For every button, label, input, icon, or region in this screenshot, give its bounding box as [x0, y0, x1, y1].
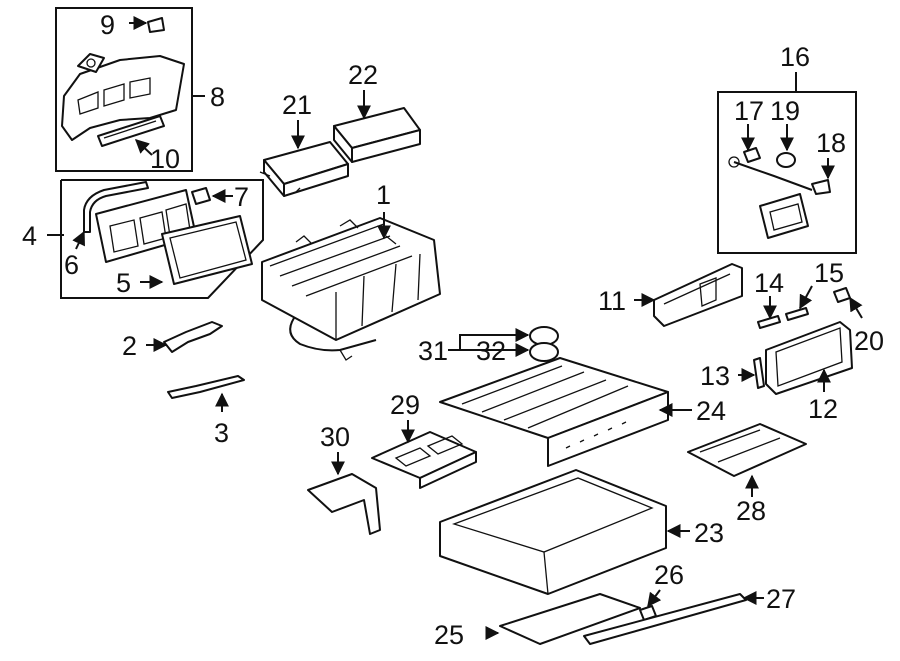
plate-part-25: [499, 593, 641, 645]
callout-31: 31: [418, 336, 448, 366]
callout-32: 32: [476, 336, 506, 366]
callout-4: 4: [22, 221, 37, 251]
seal-part-13: [753, 357, 765, 389]
callout-12: 12: [808, 394, 838, 424]
callout-3: 3: [214, 418, 229, 448]
callout-30: 30: [320, 422, 350, 452]
bracket-part-3: [167, 375, 245, 399]
bracket-part-30: [307, 473, 381, 535]
tray-part-23: [439, 469, 667, 595]
clip-part-9: [147, 17, 165, 33]
callout-16: 16: [780, 42, 810, 72]
grommet-part-19: [776, 152, 796, 168]
callout-18: 18: [816, 128, 846, 158]
battery-pack-part-1: [261, 217, 441, 361]
callout-23: 23: [694, 518, 724, 548]
callout-17: 17: [734, 96, 764, 126]
callout-22: 22: [348, 60, 378, 90]
callout-1: 1: [376, 180, 391, 210]
support-part-28: [687, 423, 807, 477]
bracket-part-2: [163, 321, 223, 353]
callout-5: 5: [116, 268, 131, 298]
callout-15: 15: [814, 258, 844, 288]
duct-part-12: [765, 321, 853, 395]
callout-7: 7: [234, 182, 249, 212]
callout-9: 9: [100, 10, 115, 40]
duct-part-11: [653, 263, 743, 327]
harness-part-16: [728, 156, 813, 239]
callout-14: 14: [754, 268, 784, 298]
clip-part-18: [811, 179, 831, 195]
callout-26: 26: [654, 560, 684, 590]
shield-assembly-part-8: [61, 53, 185, 141]
cover-part-24: [439, 357, 669, 467]
callout-6: 6: [64, 250, 79, 280]
callout-2: 2: [122, 331, 137, 361]
cap-part-32: [529, 342, 559, 362]
callout-8: 8: [210, 82, 225, 112]
bracket-part-29: [371, 431, 477, 489]
plug-part-7: [191, 187, 211, 205]
callout-19: 19: [770, 96, 800, 126]
callout-29: 29: [390, 390, 420, 420]
clip-part-15: [785, 307, 809, 321]
gasket-part-5: [161, 215, 253, 285]
callout-20: 20: [854, 326, 884, 356]
callout-13: 13: [700, 361, 730, 391]
leader-lines: [47, 16, 863, 640]
callout-27: 27: [766, 584, 796, 614]
seal-strip-part-10: [97, 115, 165, 147]
inset-box-8: [55, 7, 205, 172]
control-module-part-21: [259, 141, 349, 197]
callout-labels: 1 2 3 4 5 6 7 8 9 10 11 12 13 14 15 16 1…: [22, 10, 884, 650]
callout-10: 10: [150, 144, 180, 174]
fastener-part-20: [833, 287, 851, 303]
clip-part-17: [743, 147, 761, 163]
callout-11: 11: [598, 286, 626, 316]
hose-part-6: [83, 181, 149, 233]
callout-28: 28: [736, 496, 766, 526]
inset-box-16: [717, 72, 857, 254]
control-module-part-22: [333, 107, 421, 163]
callout-21: 21: [282, 90, 312, 120]
callout-24: 24: [696, 396, 726, 426]
callout-25: 25: [434, 620, 464, 650]
